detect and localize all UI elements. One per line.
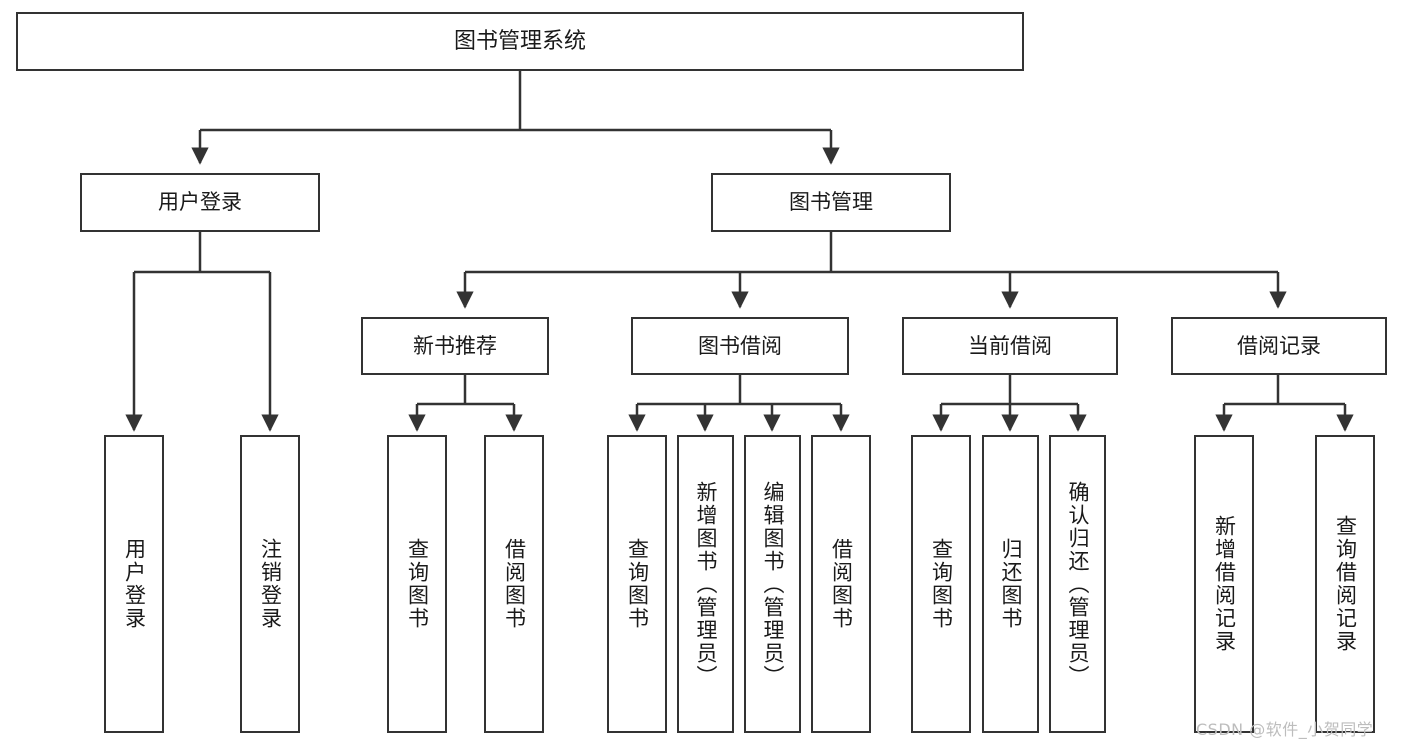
leaf-return-book[interactable]: 归还图书 (982, 435, 1039, 733)
node-book-manage-label: 图书管理 (789, 190, 873, 215)
leaf-borrow-book-2[interactable]: 借阅图书 (811, 435, 871, 733)
node-root[interactable]: 图书管理系统 (16, 12, 1024, 71)
node-current-borrow-label: 当前借阅 (968, 333, 1052, 358)
leaf-confirm-return[interactable]: 确认归还（管理员） (1049, 435, 1106, 733)
leaf-edit-book[interactable]: 编辑图书（管理员） (744, 435, 801, 733)
leaf-user-login-label: 用户登录 (122, 538, 147, 630)
leaf-query-book-3-label: 查询图书 (929, 538, 954, 630)
leaf-borrow-book-1-label: 借阅图书 (502, 538, 527, 630)
leaf-edit-book-label: 编辑图书（管理员） (761, 480, 785, 688)
leaf-query-record[interactable]: 查询借阅记录 (1315, 435, 1375, 733)
node-root-label: 图书管理系统 (453, 28, 586, 54)
leaf-confirm-return-label: 确认归还（管理员） (1066, 480, 1090, 688)
leaf-query-book-3[interactable]: 查询图书 (911, 435, 971, 733)
node-user-login-label: 用户登录 (158, 190, 242, 215)
node-current-borrow[interactable]: 当前借阅 (902, 317, 1118, 375)
leaf-add-book-label: 新增图书（管理员） (694, 480, 718, 688)
node-borrow-record-label: 借阅记录 (1237, 333, 1321, 358)
node-book-borrow-label: 图书借阅 (698, 333, 782, 358)
leaf-query-book-1-label: 查询图书 (405, 538, 430, 630)
node-new-book-recommend-label: 新书推荐 (413, 333, 497, 358)
node-borrow-record[interactable]: 借阅记录 (1171, 317, 1387, 375)
leaf-borrow-book-2-label: 借阅图书 (829, 538, 854, 630)
leaf-query-book-2-label: 查询图书 (625, 538, 650, 630)
leaf-add-record-label: 新增借阅记录 (1212, 515, 1237, 653)
leaf-query-book-2[interactable]: 查询图书 (607, 435, 667, 733)
node-book-manage[interactable]: 图书管理 (711, 173, 951, 232)
node-book-borrow[interactable]: 图书借阅 (631, 317, 849, 375)
leaf-return-book-label: 归还图书 (999, 538, 1023, 630)
node-user-login[interactable]: 用户登录 (80, 173, 320, 232)
node-new-book-recommend[interactable]: 新书推荐 (361, 317, 549, 375)
leaf-logout-login[interactable]: 注销登录 (240, 435, 300, 733)
leaf-user-login[interactable]: 用户登录 (104, 435, 164, 733)
leaf-borrow-book-1[interactable]: 借阅图书 (484, 435, 544, 733)
csdn-watermark: CSDN @软件_小贺同学 (1196, 720, 1374, 739)
leaf-logout-login-label: 注销登录 (258, 538, 283, 630)
leaf-add-record[interactable]: 新增借阅记录 (1194, 435, 1254, 733)
leaf-add-book[interactable]: 新增图书（管理员） (677, 435, 734, 733)
leaf-query-record-label: 查询借阅记录 (1333, 515, 1358, 653)
leaf-query-book-1[interactable]: 查询图书 (387, 435, 447, 733)
